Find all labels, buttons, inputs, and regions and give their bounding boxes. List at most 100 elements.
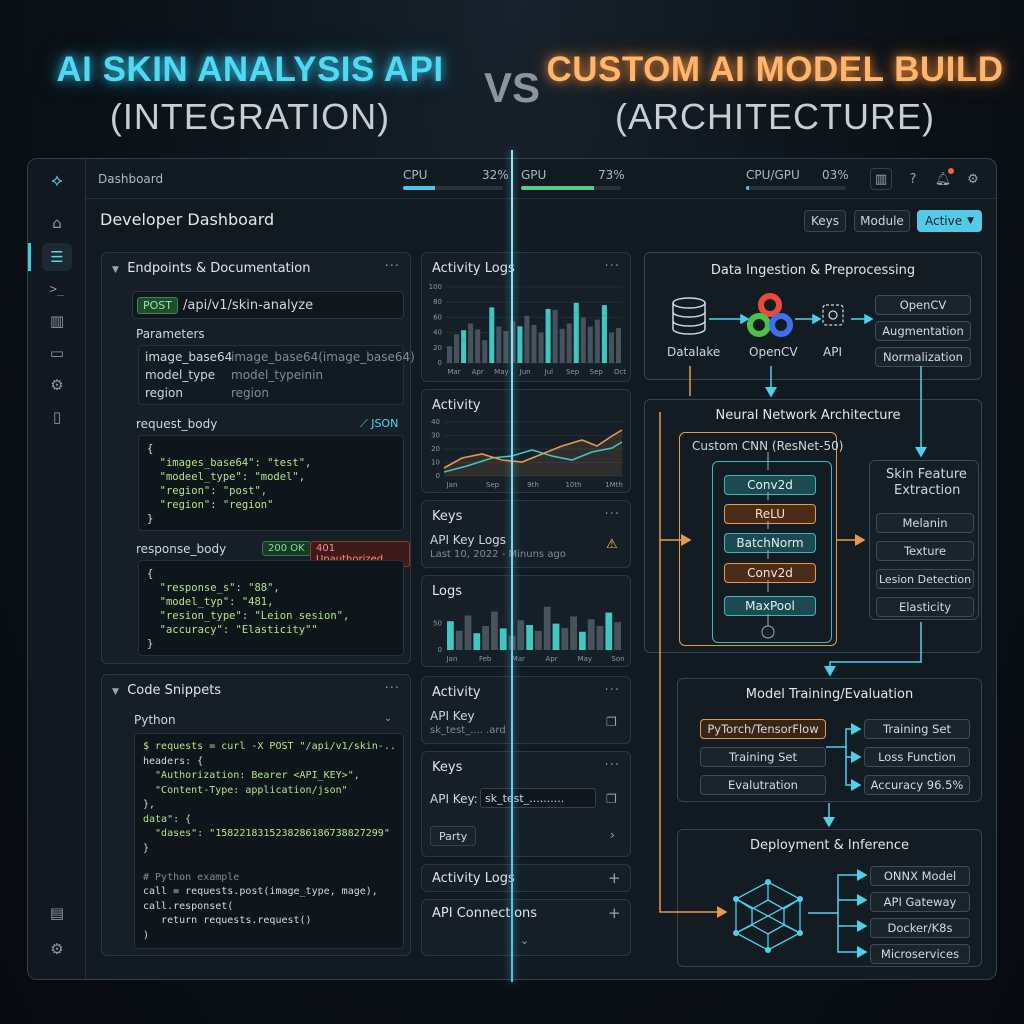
breadcrumb[interactable]: Dashboard bbox=[98, 172, 164, 186]
cpu-label: CPU bbox=[403, 168, 428, 182]
x-tick-label: 1Mth bbox=[605, 481, 623, 489]
api-key-logs-item[interactable]: API Key Logs bbox=[430, 533, 507, 547]
endpoints-header[interactable]: ▼ Endpoints & Documentation bbox=[112, 261, 310, 276]
keys-pill[interactable]: Keys bbox=[804, 210, 846, 232]
party-label: Party bbox=[439, 830, 468, 843]
request-line: "region": "region" bbox=[147, 499, 274, 511]
sidebar: ⟡ ⌂ ☰ >_ ▥ ▭ ⚙ ▯ ▤ ⚙ bbox=[28, 159, 86, 979]
response-line: "model_typ": "481, bbox=[147, 596, 274, 608]
request-code[interactable]: { "images_base64": "test", "modeel_type"… bbox=[138, 435, 404, 531]
ok-badge[interactable]: 200 OK bbox=[262, 541, 311, 556]
param-value[interactable]: image_base64(image_base64) bbox=[231, 350, 415, 364]
bar bbox=[605, 612, 613, 650]
message-icon[interactable]: ▤ bbox=[49, 904, 65, 922]
chip-microservices[interactable]: Microservices bbox=[870, 944, 970, 964]
response-code[interactable]: { "response_s": "88", "model_typ": "481,… bbox=[138, 560, 404, 656]
bar bbox=[524, 315, 530, 363]
gpu-meter-fill bbox=[521, 186, 594, 190]
api-key-input[interactable]: sk_test_.......... bbox=[480, 788, 596, 808]
module-pill[interactable]: Module bbox=[854, 210, 910, 232]
snippet-line: call.responset( bbox=[143, 900, 234, 912]
more-icon[interactable]: ··· bbox=[384, 259, 400, 274]
chip-training-set[interactable]: Training Set bbox=[700, 747, 826, 767]
param-value[interactable]: model_typeinin bbox=[231, 368, 324, 382]
more-icon[interactable]: ··· bbox=[604, 507, 620, 522]
more-icon[interactable]: ··· bbox=[604, 259, 620, 274]
analytics-icon[interactable]: ▥ bbox=[49, 312, 65, 330]
copy-icon[interactable]: ❐ bbox=[606, 792, 617, 806]
feature-melanin[interactable]: Melanin bbox=[876, 513, 974, 533]
snippet-line: call = requests.post(image_type, mage), bbox=[143, 886, 378, 897]
home-icon[interactable]: ⌂ bbox=[52, 214, 62, 232]
param-value[interactable]: region bbox=[231, 386, 269, 400]
y-tick-label: 40 bbox=[433, 329, 442, 337]
request-line: "modeel_type": "model", bbox=[147, 471, 306, 483]
plus-icon[interactable]: + bbox=[608, 904, 621, 922]
plus-icon[interactable]: + bbox=[608, 869, 621, 887]
chip-opencv[interactable]: OpenCV bbox=[875, 295, 971, 315]
chevron-down-icon[interactable]: ⌄ bbox=[520, 934, 530, 947]
bar bbox=[579, 631, 586, 650]
bar bbox=[601, 315, 607, 363]
more-icon[interactable]: ··· bbox=[384, 681, 400, 696]
chip-training-set-out[interactable]: Training Set bbox=[864, 719, 970, 739]
more-icon[interactable]: ··· bbox=[604, 758, 620, 773]
settings-gear-icon[interactable]: ⚙ bbox=[967, 171, 979, 187]
document-icon[interactable]: ▯ bbox=[52, 408, 62, 426]
bar-cap bbox=[573, 302, 579, 313]
chevron-down-icon[interactable]: ⌄ bbox=[384, 713, 393, 724]
settings-icon[interactable]: ⚙ bbox=[50, 376, 64, 394]
bar bbox=[580, 317, 586, 363]
feature-elasticity[interactable]: Elasticity bbox=[876, 597, 974, 617]
more-icon[interactable]: ··· bbox=[604, 683, 620, 698]
metrics-icon[interactable]: ▥ bbox=[870, 168, 892, 190]
feature-title-line2: Extraction bbox=[894, 483, 961, 498]
gear-icon[interactable]: ⚙ bbox=[50, 940, 64, 958]
activity-logs-collapsed[interactable]: Activity Logs + bbox=[421, 864, 631, 892]
x-tick-label: Jan bbox=[446, 481, 458, 489]
feature-lesion-detection[interactable]: Lesion Detection bbox=[876, 569, 974, 589]
bell-icon[interactable]: 🔔︎ bbox=[934, 171, 952, 187]
layer-maxpool[interactable]: MaxPool bbox=[724, 596, 816, 616]
layer-conv2d[interactable]: Conv2d bbox=[724, 475, 816, 495]
request-line: { bbox=[147, 443, 154, 455]
bar bbox=[464, 615, 472, 650]
chip-loss-function[interactable]: Loss Function bbox=[864, 747, 970, 767]
y-tick-label: 60 bbox=[433, 313, 442, 321]
chip-accuracy[interactable]: Accuracy 96.5% bbox=[864, 775, 970, 795]
chip-augmentation[interactable]: Augmentation bbox=[875, 321, 971, 341]
layer-batchnorm[interactable]: BatchNorm bbox=[724, 533, 816, 553]
feature-texture[interactable]: Texture bbox=[876, 541, 974, 561]
endpoint-row[interactable]: POST /api/v1/skin-analyze bbox=[132, 291, 404, 319]
help-icon[interactable]: ? bbox=[909, 171, 917, 187]
party-button[interactable]: Party bbox=[430, 826, 476, 846]
bar-cap bbox=[489, 307, 495, 318]
chip-evaluation[interactable]: Evalutration bbox=[700, 775, 826, 795]
api-connections-panel[interactable]: API Connections + ⌄ bbox=[421, 899, 631, 956]
list-icon[interactable]: ☰ bbox=[42, 243, 72, 271]
bar bbox=[517, 620, 525, 650]
ingestion-title: Data Ingestion & Preprocessing bbox=[710, 263, 916, 278]
copy-icon[interactable]: ❐ bbox=[606, 715, 617, 729]
x-tick-label: Mar bbox=[512, 655, 525, 663]
headline-right-title: CUSTOM AI MODEL BUILD bbox=[546, 50, 1004, 89]
chat-icon[interactable]: ▭ bbox=[49, 344, 65, 362]
layer-conv2d-2[interactable]: Conv2d bbox=[724, 563, 816, 583]
bar bbox=[517, 336, 523, 363]
chevron-right-icon[interactable]: › bbox=[610, 828, 615, 842]
chip-framework[interactable]: PyTorch/TensorFlow bbox=[700, 719, 826, 739]
language-select[interactable]: Python bbox=[134, 713, 176, 727]
layer-relu[interactable]: ReLU bbox=[724, 504, 816, 524]
series-line bbox=[443, 441, 623, 473]
chip-normalization[interactable]: Normalization bbox=[875, 347, 971, 367]
chip-api-gateway[interactable]: API Gateway bbox=[870, 892, 970, 912]
terminal-icon[interactable]: >_ bbox=[49, 282, 65, 296]
response-line: "response_s": "88", bbox=[147, 582, 280, 594]
active-dropdown[interactable]: Active ▼ bbox=[917, 210, 982, 232]
snippets-header[interactable]: ▼ Code Snippets bbox=[112, 683, 221, 698]
chip-docker[interactable]: Docker/K8s bbox=[870, 918, 970, 938]
chip-onnx[interactable]: ONNX Model bbox=[870, 866, 970, 886]
snippet-code[interactable]: $ requests = curl -X POST "/api/v1/skin-… bbox=[134, 733, 404, 949]
gpu-meter bbox=[521, 186, 621, 190]
bar bbox=[499, 628, 507, 650]
